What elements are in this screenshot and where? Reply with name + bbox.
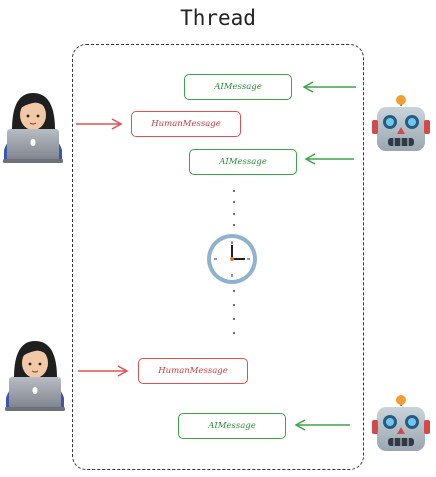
arrow-human-1 xyxy=(76,118,123,130)
woman-laptop-icon-1 xyxy=(3,93,63,163)
ai-message-3: AIMessage xyxy=(178,413,286,439)
arrow-ai-2 xyxy=(304,153,354,165)
timeline-dots-bottom xyxy=(232,290,236,334)
human-message-1: HumanMessage xyxy=(131,111,241,137)
human-message-2: HumanMessage xyxy=(138,358,248,384)
ai-message-1: AIMessage xyxy=(184,74,292,100)
robot-icon-1 xyxy=(372,95,430,151)
thread-container xyxy=(72,44,364,470)
arrow-human-2 xyxy=(78,365,129,377)
timeline-dots-top xyxy=(232,190,236,226)
arrow-ai-3 xyxy=(294,419,350,431)
ai-message-2: AIMessage xyxy=(189,149,297,175)
arrow-ai-1 xyxy=(302,81,356,93)
diagram-title: Thread xyxy=(180,6,256,30)
clock-icon xyxy=(207,234,257,284)
woman-laptop-icon-2 xyxy=(5,341,65,411)
robot-icon-2 xyxy=(372,395,430,451)
